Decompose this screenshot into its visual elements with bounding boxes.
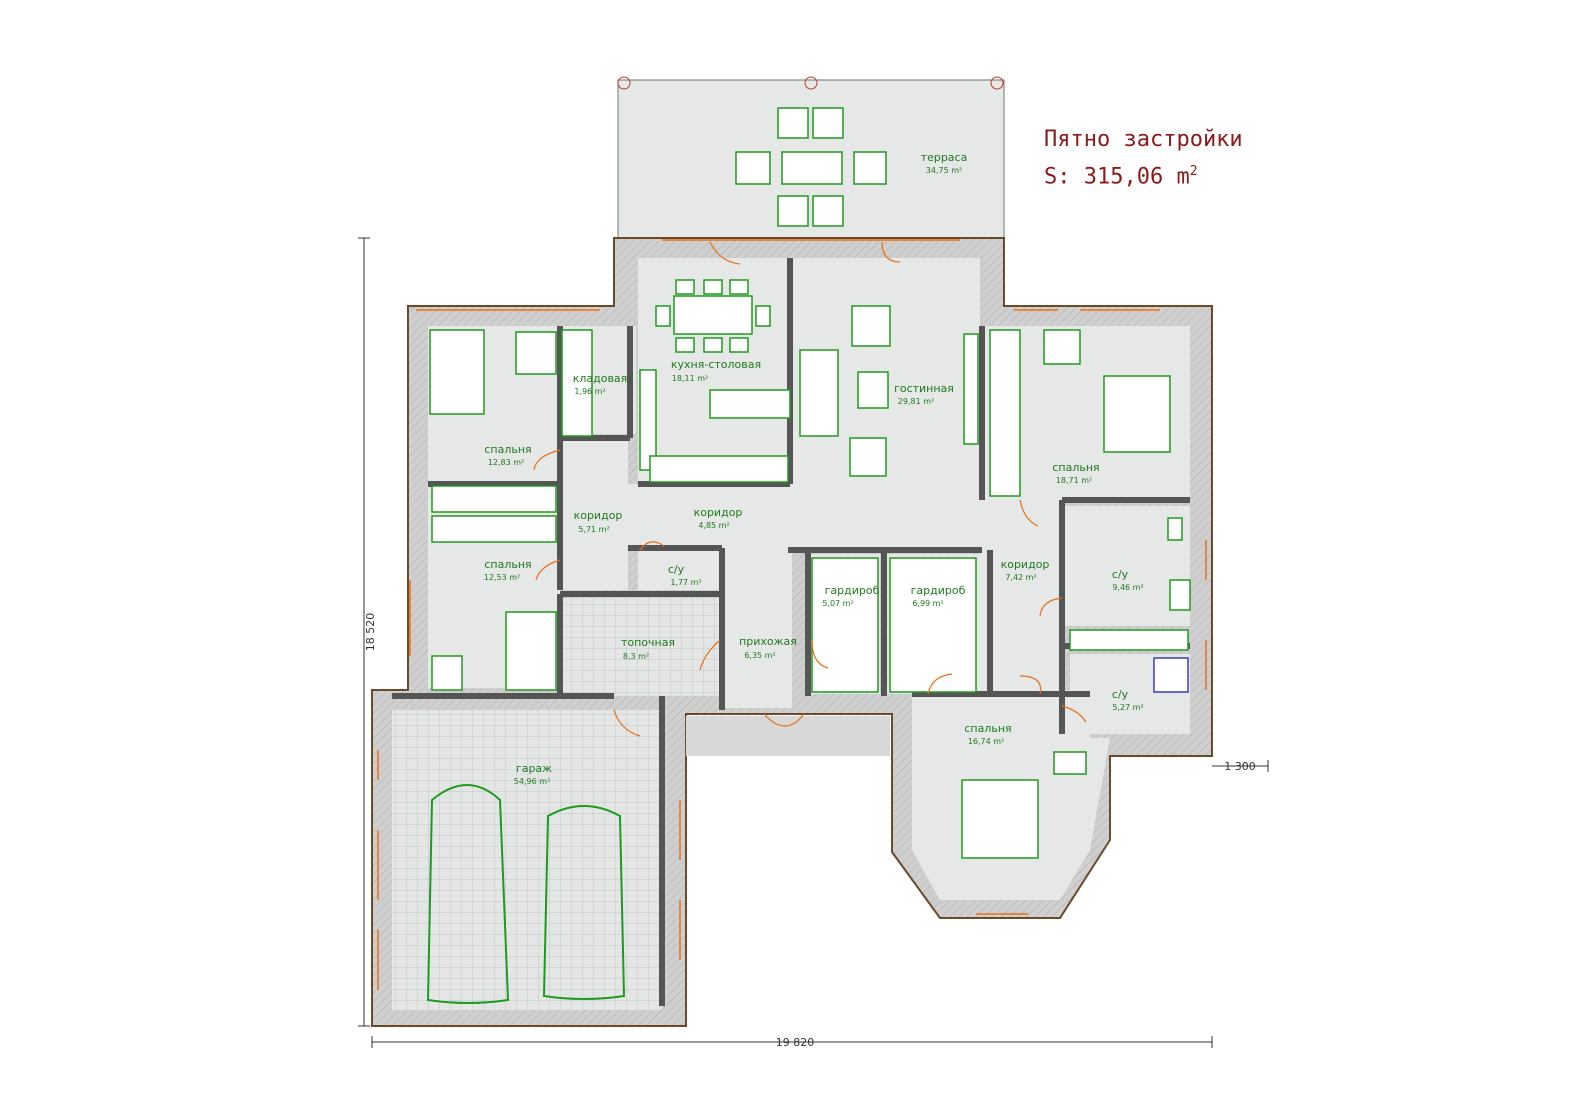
furniture: [429, 279, 1191, 859]
desk-2: [431, 655, 463, 691]
room-label: с/у: [1112, 688, 1129, 701]
closet-2: [889, 557, 977, 693]
terrace: [617, 76, 1005, 239]
room-area: 1,96 m²: [574, 387, 605, 396]
dimension-lines: [358, 237, 1269, 1048]
room-label: прихожая: [739, 635, 797, 648]
room-label: терраса: [921, 151, 968, 164]
car-2: [542, 805, 626, 1000]
bed-bedroom-4: [961, 779, 1039, 859]
bed-bedroom-1: [429, 329, 485, 415]
room-label: топочная: [621, 636, 675, 649]
room-label: коридор: [574, 509, 623, 522]
room-area: 16,74 m²: [968, 737, 1004, 746]
dim-height: 18 520: [364, 613, 377, 652]
tv-unit: [963, 333, 979, 445]
room-area: 54,96 m²: [514, 777, 550, 786]
room-label: гардироб: [825, 584, 880, 597]
room-area: 12,83 m²: [488, 458, 524, 467]
room-area: 18,71 m²: [1056, 476, 1092, 485]
desk-1: [515, 331, 557, 375]
wardrobe-bedroom-3: [989, 329, 1021, 497]
room-label: с/у: [668, 563, 685, 576]
room-label: кухня-столовая: [671, 358, 761, 371]
bed-bedroom-2: [505, 611, 557, 691]
room-label: гостинная: [894, 382, 954, 395]
room-label: коридор: [694, 506, 743, 519]
wardrobe-bedroom-1: [431, 485, 557, 513]
room-area: 8,3 m²: [623, 652, 649, 661]
footprint-area: S: 315,06 m2: [1044, 156, 1243, 193]
area-unit: m: [1176, 164, 1190, 190]
room-area: 6,35 m²: [744, 651, 775, 660]
room-area: 18,11 m²: [672, 374, 708, 383]
terrace-furniture: [735, 107, 887, 227]
wardrobe-bedroom-2: [431, 515, 557, 543]
room-label: спальня: [484, 443, 531, 456]
bed-bedroom-3: [1103, 375, 1171, 453]
closet-1: [811, 557, 879, 693]
room-area: 1,77 m²: [670, 578, 701, 587]
dining-table: [673, 295, 753, 335]
room-area: 29,81 m²: [898, 397, 934, 406]
area-value: 315,06: [1083, 164, 1164, 190]
area-prefix: S:: [1044, 164, 1071, 190]
room-area: 7,42 m²: [1005, 573, 1036, 582]
dim-width: 19 820: [776, 1036, 815, 1049]
area-exponent: 2: [1189, 164, 1198, 179]
room-label: с/у: [1112, 568, 1129, 581]
room-label: спальня: [1052, 461, 1099, 474]
room-area: 9,46 m²: [1112, 583, 1143, 592]
room-label: гараж: [516, 762, 552, 775]
dim-offset: 1 300: [1224, 760, 1256, 773]
desk-3: [1043, 329, 1081, 365]
room-area: 5,71 m²: [578, 525, 609, 534]
footprint-heading: Пятно застройки: [1044, 127, 1243, 152]
room-area: 5,07 m²: [822, 599, 853, 608]
garage-cars: [426, 784, 626, 1004]
building-footprint-title: Пятно застройки S: 315,06 m2: [1044, 124, 1243, 193]
room-label: гардироб: [911, 584, 966, 597]
car-1: [426, 784, 510, 1004]
sofa: [799, 349, 839, 437]
room-label: спальня: [484, 558, 531, 571]
room-labels: терраса 34,75 m² кухня-столовая 18,11 m²…: [484, 151, 1144, 786]
room-label: коридор: [1001, 558, 1050, 571]
kitchen-counter: [649, 455, 789, 483]
room-area: 12,53 m²: [484, 573, 520, 582]
room-label: кладовая: [573, 372, 628, 385]
room-area: 4,85 m²: [698, 521, 729, 530]
room-label: спальня: [964, 722, 1011, 735]
room-area: 5,27 m²: [1112, 703, 1143, 712]
doors: [533, 241, 1087, 737]
room-area: 34,75 m²: [926, 166, 962, 175]
kitchen-island: [709, 389, 791, 419]
windows: [377, 239, 1207, 990]
room-area: 6,99 m²: [912, 599, 943, 608]
